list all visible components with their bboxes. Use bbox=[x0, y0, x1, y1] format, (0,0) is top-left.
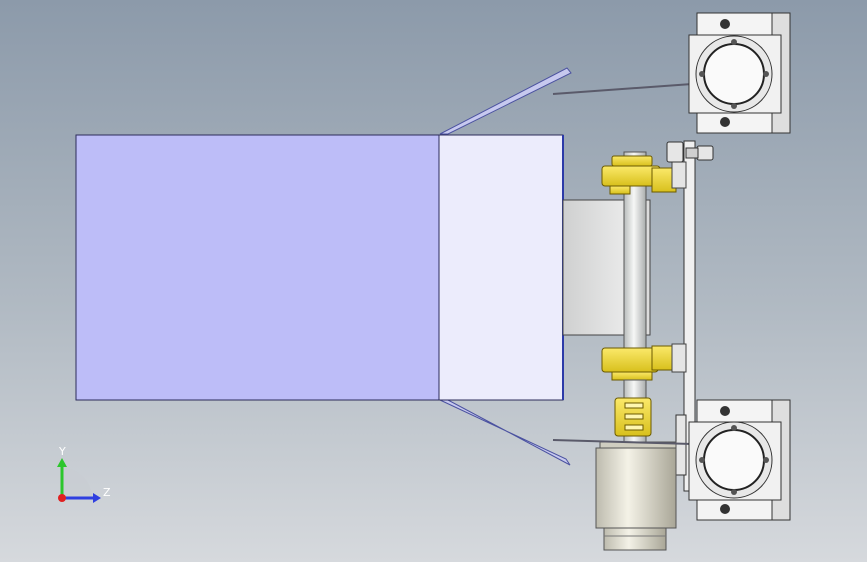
bearing-bracket-top bbox=[601, 155, 687, 195]
pushrod-top bbox=[552, 83, 693, 95]
z-axis-label: Z bbox=[103, 486, 111, 499]
guide-arm-bottom bbox=[439, 399, 571, 466]
bearing-bracket-bottom bbox=[601, 343, 687, 381]
y-axis-label: Y bbox=[58, 445, 66, 458]
x-axis-point bbox=[58, 494, 66, 502]
guide-arm-top bbox=[439, 67, 572, 135]
drive-motor bbox=[595, 441, 677, 551]
view-orientation-triad[interactable]: Y Z bbox=[57, 445, 111, 503]
frame-gusset bbox=[675, 414, 687, 476]
pillow-block-top bbox=[688, 12, 791, 134]
shaft-coupling bbox=[614, 379, 652, 437]
bolt-top bbox=[666, 141, 714, 163]
pushrod-bottom bbox=[552, 439, 693, 445]
pillow-block-bottom bbox=[688, 399, 791, 521]
hopper-front-face bbox=[438, 134, 564, 401]
hopper-body bbox=[75, 134, 440, 401]
